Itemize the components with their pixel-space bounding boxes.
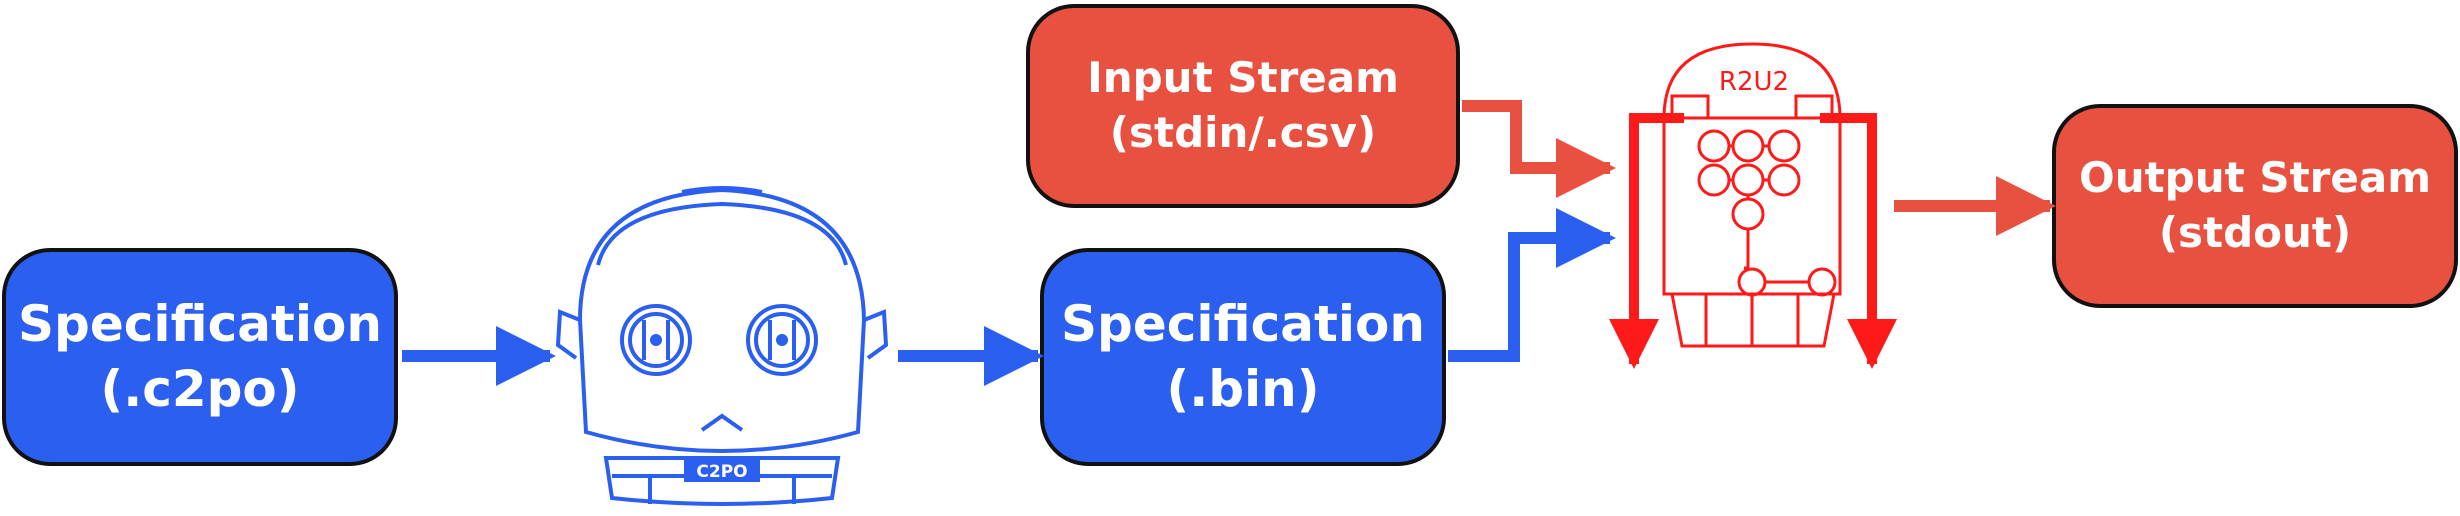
output-stream-title: Output Stream	[2079, 153, 2431, 203]
output-stream-box: Output Stream (stdout)	[2052, 104, 2458, 308]
r2u2-right-leg-arrow	[1820, 113, 1897, 369]
c2po-badge	[684, 460, 760, 482]
arrow-input-to-r2u2	[1462, 100, 1616, 198]
r2u2-robot-icon	[1662, 42, 1842, 348]
input-stream-box: Input Stream (stdin/.csv)	[1026, 4, 1460, 208]
specification-c2po-ext: (.c2po)	[100, 360, 300, 418]
output-stream-target: (stdout)	[2158, 208, 2352, 257]
specification-c2po-title: Specification	[18, 295, 382, 353]
c2po-robot-icon	[555, 186, 889, 506]
input-stream-source: (stdin/.csv)	[1109, 108, 1377, 157]
r2u2-left-leg-arrow	[1609, 113, 1684, 369]
specification-bin-ext: (.bin)	[1166, 360, 1320, 418]
c2po-badge-text: C2PO	[696, 462, 747, 482]
arrow-bin-to-r2u2	[1448, 208, 1616, 362]
specification-bin-box: Specification (.bin)	[1040, 248, 1446, 466]
input-stream-title: Input Stream	[1087, 53, 1399, 103]
c2po-right-pupil	[776, 334, 788, 346]
specification-bin-title: Specification	[1061, 295, 1425, 353]
specification-c2po-box: Specification (.c2po)	[2, 248, 398, 466]
r2u2-label: R2U2	[1719, 67, 1789, 97]
c2po-left-pupil	[650, 334, 662, 346]
